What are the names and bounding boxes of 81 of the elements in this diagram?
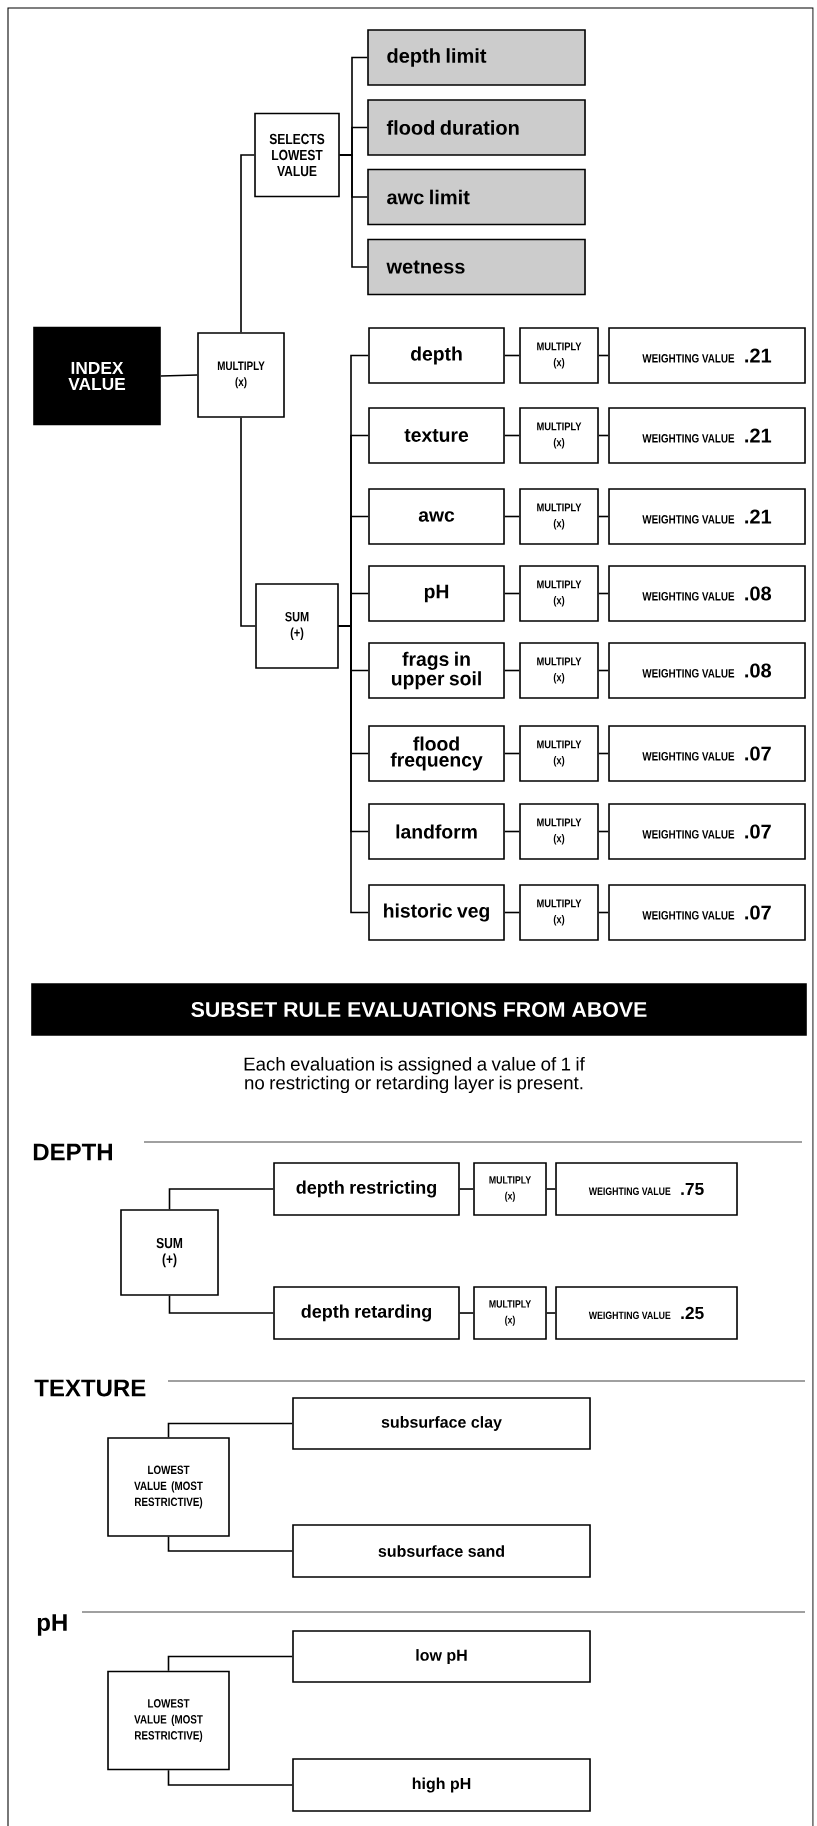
factor-box: pH <box>368 565 505 622</box>
factor-box: subsurface clay <box>292 1397 591 1450</box>
connector-line <box>598 830 609 833</box>
weighting-box: WEIGHTING VALUE .07 <box>608 725 806 782</box>
connector-line <box>598 515 609 518</box>
connector-line <box>168 1295 274 1314</box>
connector-line <box>504 752 520 755</box>
criterion-box: flood duration <box>367 99 586 156</box>
operator-box: MULTIPLY (x) <box>519 327 599 384</box>
weighting-box: WEIGHTING VALUE .21 <box>608 407 806 464</box>
connector-line <box>240 417 256 627</box>
connector-line <box>504 434 520 437</box>
connector-line <box>598 911 609 914</box>
factor-box: depth <box>368 327 505 384</box>
factor-box: depth retarding <box>273 1286 460 1340</box>
factor-box: high pH <box>292 1758 591 1812</box>
weighting-box: WEIGHTING VALUE .08 <box>608 642 806 699</box>
section-banner: SUBSET RULE EVALUATIONS FROM ABOVE <box>31 983 807 1036</box>
connector-line <box>338 625 369 914</box>
result-box: INDEX VALUE <box>33 326 161 426</box>
operator-box: LOWEST VALUE (MOST RESTRICTIVE) <box>107 1437 230 1537</box>
operator-box: MULTIPLY (x) <box>519 642 599 699</box>
connector-line <box>459 1312 474 1314</box>
connector-line <box>504 669 520 672</box>
connector-line <box>598 669 609 672</box>
connector-line <box>598 354 609 357</box>
operator-box: SUM (+) <box>255 583 339 669</box>
note-text: Each evaluation is assigned a value of 1 if no restricting or retarding layer is present. <box>244 1056 585 1094</box>
factor-box: depth restricting <box>273 1162 460 1216</box>
connector-line <box>339 154 368 268</box>
connector-line <box>504 830 520 833</box>
connector-line <box>504 592 520 595</box>
operator-box: MULTIPLY (x) <box>519 488 599 545</box>
weighting-box: WEIGHTING VALUE .21 <box>608 327 806 384</box>
connector-line <box>598 592 609 595</box>
weighting-box: WEIGHTING VALUE .21 <box>608 488 806 545</box>
factor-box: landform <box>368 803 505 860</box>
weighting-box: WEIGHTING VALUE .25 <box>555 1286 738 1340</box>
connector-line <box>240 154 255 333</box>
weighting-box: WEIGHTING VALUE .07 <box>608 803 806 860</box>
connector-line <box>167 1422 293 1438</box>
connector-line <box>546 1312 556 1314</box>
operator-box: SELECTS LOWEST VALUE <box>254 112 340 198</box>
factor-box: frags in upper soil <box>368 642 505 699</box>
connector-line <box>504 911 520 914</box>
operator-box: MULTIPLY (x) <box>519 407 599 464</box>
operator-box: MULTIPLY (x) <box>519 565 599 622</box>
connector-line <box>546 1188 556 1190</box>
operator-box: MULTIPLY (x) <box>473 1286 547 1340</box>
operator-box: MULTIPLY (x) <box>519 884 599 941</box>
factor-box: texture <box>368 407 505 464</box>
connector-line <box>504 354 520 357</box>
connector-line <box>598 752 609 755</box>
factor-box: subsurface sand <box>292 1524 591 1578</box>
connector-line <box>160 374 198 377</box>
criterion-box: awc limit <box>367 168 586 226</box>
section-heading: DEPTH <box>33 1143 112 1161</box>
factor-box: flood frequency <box>368 725 505 782</box>
connector-line <box>598 434 609 437</box>
weighting-box: WEIGHTING VALUE .08 <box>608 565 806 622</box>
weighting-box: WEIGHTING VALUE .75 <box>555 1162 738 1216</box>
criterion-box: wetness <box>367 238 586 296</box>
operator-box: SUM (+) <box>120 1209 219 1296</box>
operator-box: LOWEST VALUE (MOST RESTRICTIVE) <box>107 1670 230 1771</box>
factor-box: low pH <box>292 1630 591 1683</box>
section-heading: pH <box>37 1614 67 1636</box>
connector-line <box>504 515 520 518</box>
connector-line <box>167 1655 293 1672</box>
criterion-box: depth limit <box>367 29 586 86</box>
factor-box: awc <box>368 488 505 545</box>
operator-box: MULTIPLY (x) <box>197 332 285 418</box>
operator-box: MULTIPLY (x) <box>473 1162 547 1216</box>
connector-line <box>167 1536 293 1552</box>
operator-box: MULTIPLY (x) <box>519 803 599 860</box>
factor-box: historic veg <box>368 884 505 941</box>
section-heading: TEXTURE <box>34 1379 146 1397</box>
connector-line <box>168 1188 274 1210</box>
connector-line <box>459 1188 474 1190</box>
connector-line <box>167 1769 293 1786</box>
weighting-box: WEIGHTING VALUE .07 <box>608 884 806 941</box>
operator-box: MULTIPLY (x) <box>519 725 599 782</box>
